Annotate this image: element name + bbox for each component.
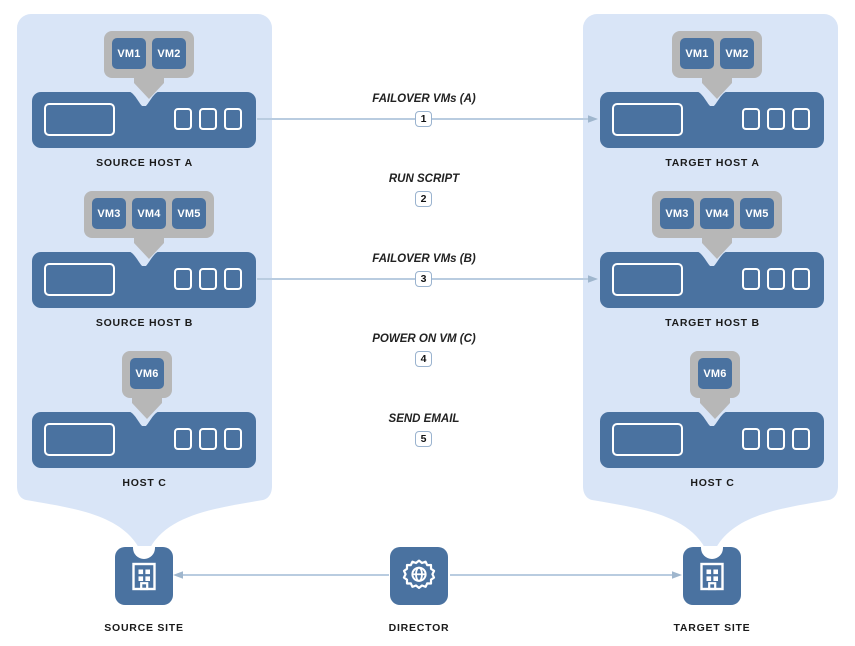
host-screen-icon xyxy=(612,423,683,456)
vm-tile[interactable]: VM3 xyxy=(660,198,694,229)
step-badge-3[interactable]: 3 xyxy=(415,271,432,287)
host-leds xyxy=(742,108,810,130)
host-source-host-c[interactable] xyxy=(32,411,256,468)
host-source-host-b[interactable] xyxy=(32,251,256,308)
host-led-icon xyxy=(199,268,217,290)
host-screen-icon xyxy=(612,263,683,296)
vm-group-container: VM1 VM2 xyxy=(104,31,194,78)
step-label-4: POWER ON VM (C) xyxy=(372,333,476,345)
host-led-icon xyxy=(767,108,785,130)
host-led-icon xyxy=(174,428,192,450)
host-label-source-host-a: SOURCE HOST A xyxy=(96,157,193,169)
node-director[interactable] xyxy=(390,547,448,605)
vm-group-pointer-icon xyxy=(700,397,730,419)
host-leds xyxy=(174,108,242,130)
host-led-icon xyxy=(174,268,192,290)
host-target-host-a[interactable] xyxy=(600,91,824,148)
step-label-3: FAILOVER VMs (B) xyxy=(372,253,476,265)
host-led-icon xyxy=(224,428,242,450)
vm-group-source-host-a: VM1 VM2 xyxy=(104,31,194,99)
host-notch xyxy=(695,411,729,426)
host-leds xyxy=(174,268,242,290)
step-badge-1[interactable]: 1 xyxy=(415,111,432,127)
director-to-source-connector xyxy=(173,570,389,580)
host-led-icon xyxy=(174,108,192,130)
host-leds xyxy=(742,428,810,450)
vm-tile[interactable]: VM5 xyxy=(172,198,206,229)
step-label-2: RUN SCRIPT xyxy=(388,173,460,185)
host-led-icon xyxy=(792,268,810,290)
host-label-target-host-a: TARGET HOST A xyxy=(665,157,760,169)
vm-group-pointer-icon xyxy=(134,237,164,259)
vm-group-container: VM6 xyxy=(690,351,740,398)
host-led-icon xyxy=(199,108,217,130)
host-target-host-c[interactable] xyxy=(600,411,824,468)
vm-group-pointer-icon xyxy=(702,237,732,259)
node-label-director: DIRECTOR xyxy=(388,622,450,634)
host-screen-icon xyxy=(44,423,115,456)
host-led-icon xyxy=(224,108,242,130)
host-led-icon xyxy=(767,428,785,450)
building-icon xyxy=(700,562,724,591)
host-source-host-a[interactable] xyxy=(32,91,256,148)
vm-tile[interactable]: VM2 xyxy=(152,38,186,69)
node-label-target-site: TARGET SITE xyxy=(673,622,751,634)
director-to-target-connector xyxy=(450,570,682,580)
vm-group-container: VM1 VM2 xyxy=(672,31,762,78)
vm-tile[interactable]: VM4 xyxy=(700,198,734,229)
vm-tile[interactable]: VM3 xyxy=(92,198,126,229)
vm-tile[interactable]: VM5 xyxy=(740,198,774,229)
host-led-icon xyxy=(792,108,810,130)
gear-globe-icon xyxy=(402,559,436,589)
host-label-target-host-c: HOST C xyxy=(690,477,735,489)
host-screen-icon xyxy=(612,103,683,136)
vm-tile[interactable]: VM6 xyxy=(130,358,164,389)
node-label-source-site: SOURCE SITE xyxy=(104,622,184,634)
step-badge-5[interactable]: 5 xyxy=(415,431,432,447)
vm-group-source-host-b: VM3 VM4 VM5 xyxy=(84,191,214,259)
host-label-source-host-b: SOURCE HOST B xyxy=(95,317,194,329)
host-led-icon xyxy=(767,268,785,290)
vm-group-container: VM6 xyxy=(122,351,172,398)
node-source-site[interactable] xyxy=(115,547,173,605)
host-screen-icon xyxy=(44,263,115,296)
host-led-icon xyxy=(742,108,760,130)
building-icon xyxy=(132,562,156,591)
host-led-icon xyxy=(742,268,760,290)
host-led-icon xyxy=(224,268,242,290)
host-notch xyxy=(127,411,161,426)
vm-group-target-host-a: VM1 VM2 xyxy=(672,31,762,99)
host-led-icon xyxy=(792,428,810,450)
step-badge-4[interactable]: 4 xyxy=(415,351,432,367)
vm-tile[interactable]: VM1 xyxy=(680,38,714,69)
host-target-host-b[interactable] xyxy=(600,251,824,308)
vm-group-pointer-icon xyxy=(702,77,732,99)
vm-group-source-host-c: VM6 xyxy=(122,351,172,419)
vm-tile[interactable]: VM6 xyxy=(698,358,732,389)
step-label-1: FAILOVER VMs (A) xyxy=(372,93,476,105)
vm-group-container: VM3 VM4 VM5 xyxy=(652,191,782,238)
vm-tile[interactable]: VM1 xyxy=(112,38,146,69)
host-leds xyxy=(742,268,810,290)
vm-group-container: VM3 VM4 VM5 xyxy=(84,191,214,238)
vm-group-target-host-b: VM3 VM4 VM5 xyxy=(652,191,782,259)
host-led-icon xyxy=(199,428,217,450)
host-label-source-host-c: HOST C xyxy=(122,477,167,489)
vm-group-target-host-c: VM6 xyxy=(690,351,740,419)
vm-tile[interactable]: VM2 xyxy=(720,38,754,69)
step-label-5: SEND EMAIL xyxy=(388,413,460,425)
node-target-site[interactable] xyxy=(683,547,741,605)
host-label-target-host-b: TARGET HOST B xyxy=(665,317,760,329)
host-leds xyxy=(174,428,242,450)
vm-group-pointer-icon xyxy=(134,77,164,99)
host-screen-icon xyxy=(44,103,115,136)
step-badge-2[interactable]: 2 xyxy=(415,191,432,207)
host-led-icon xyxy=(742,428,760,450)
vm-tile[interactable]: VM4 xyxy=(132,198,166,229)
vm-group-pointer-icon xyxy=(132,397,162,419)
